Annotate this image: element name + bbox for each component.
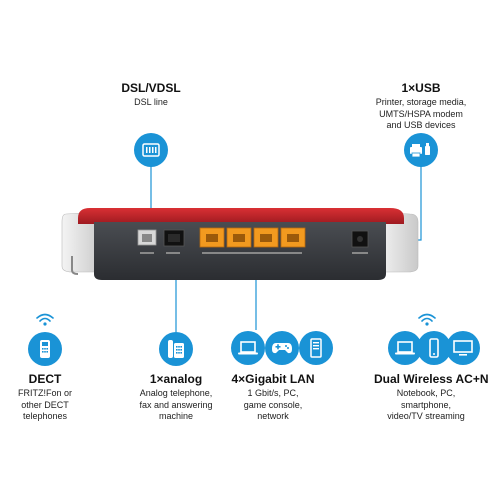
usb-title: 1×USB <box>401 81 441 95</box>
dect-phone-icon <box>28 332 62 366</box>
router-red-band <box>78 208 404 224</box>
network-tower-icon <box>299 331 333 365</box>
smartphone-icon <box>417 331 451 365</box>
dsl-title: DSL/VDSL <box>121 81 181 95</box>
laptop-icon <box>231 331 265 365</box>
lan-description: 1 Gbit/s, PC, game console, network <box>243 388 303 421</box>
wireless-wifi-icon <box>418 313 436 326</box>
dsl-port-icon <box>134 133 168 167</box>
wireless-title: Dual Wireless AC+N <box>374 372 489 386</box>
router-back-illustration <box>61 208 419 280</box>
dect-title: DECT <box>28 372 62 386</box>
dsl-description: DSL line <box>134 97 168 107</box>
dect-description: FRITZ!Fon or other DECT telephones <box>17 388 73 421</box>
game-controller-icon <box>265 331 299 365</box>
analog-title: 1×analog <box>149 372 203 386</box>
tv-monitor-icon <box>446 331 480 365</box>
router-right-side <box>377 211 419 273</box>
usb-description: Printer, storage media, UMTS/HSPA modem … <box>375 97 467 130</box>
analog-description: Analog telephone, fax and answering mach… <box>139 388 213 421</box>
lan-title: 4×Gigabit LAN <box>231 372 315 386</box>
dect-wifi-icon <box>36 313 54 326</box>
printer-usb-icon <box>404 133 438 167</box>
wireless-description: Notebook, PC, smartphone, video/TV strea… <box>387 388 465 421</box>
notebook-icon <box>388 331 422 365</box>
analog-phone-icon <box>159 332 193 366</box>
